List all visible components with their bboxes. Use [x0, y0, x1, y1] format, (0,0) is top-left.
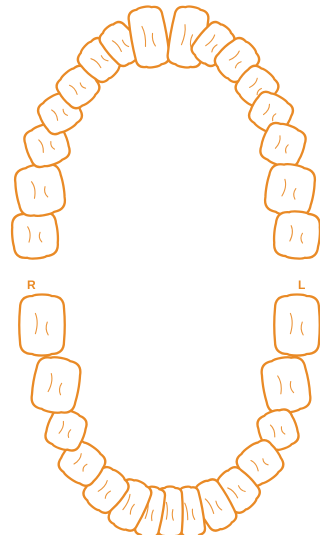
tooth-15-outline[interactable] [262, 161, 318, 219]
tooth-15[interactable] [262, 161, 318, 219]
tooth-1-outline[interactable] [10, 210, 59, 261]
tooth-16[interactable] [272, 210, 320, 261]
tooth-17-outline[interactable] [274, 295, 320, 356]
tooth-32-outline[interactable] [19, 295, 65, 356]
tooth-2[interactable] [12, 161, 68, 219]
patient-left-label: L [298, 278, 306, 292]
tooth-18-outline[interactable] [259, 354, 313, 416]
tooth-18[interactable] [259, 354, 313, 416]
tooth-2-outline[interactable] [12, 161, 68, 219]
patient-right-label: R [27, 278, 36, 292]
tooth-1[interactable] [10, 210, 59, 261]
tooth-16-outline[interactable] [272, 210, 320, 261]
tooth-17[interactable] [274, 295, 320, 356]
upper-arch [10, 4, 320, 261]
tooth-31[interactable] [29, 354, 83, 416]
tooth-32[interactable] [19, 295, 65, 356]
tooth-31-outline[interactable] [29, 354, 83, 416]
lower-arch [19, 295, 320, 535]
